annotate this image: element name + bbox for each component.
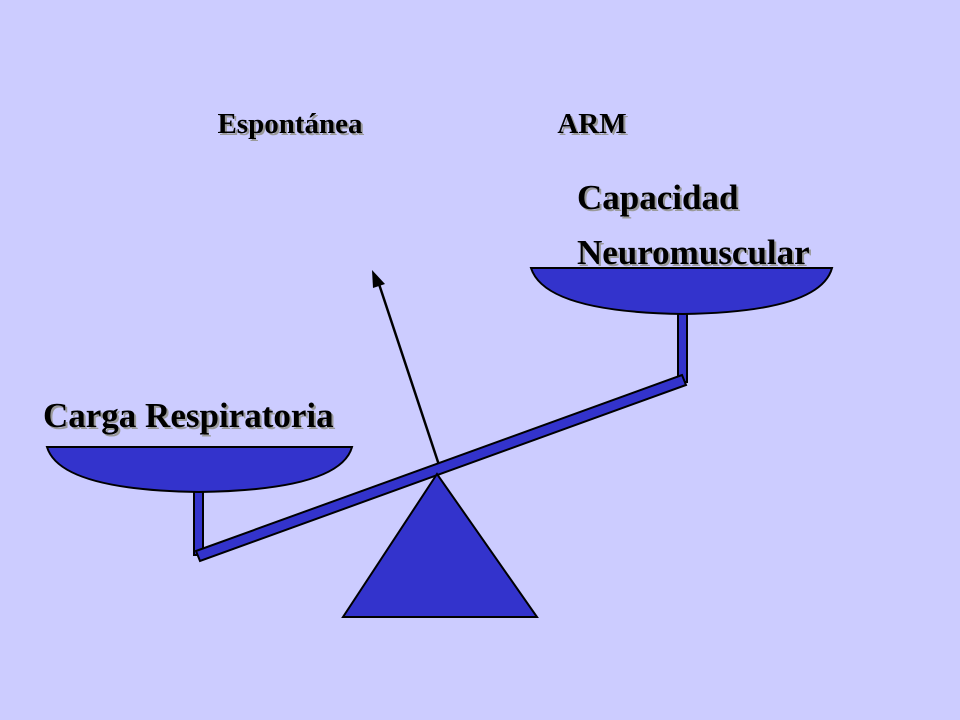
left-pan (45, 446, 354, 494)
left-pan-post (193, 487, 204, 556)
label-espontanea: Espontánea (217, 108, 363, 140)
balance-beam (194, 373, 688, 563)
label-carga-respiratoria: Carga Respiratoria (43, 396, 334, 435)
right-pan (529, 267, 834, 316)
label-arm: ARM (557, 108, 626, 140)
label-capacidad: Capacidad (577, 178, 739, 217)
right-pan-post (677, 312, 688, 383)
pointer-arrow (372, 270, 441, 466)
fulcrum-triangle (341, 472, 539, 618)
label-neuromuscular: Neuromuscular (577, 233, 810, 272)
